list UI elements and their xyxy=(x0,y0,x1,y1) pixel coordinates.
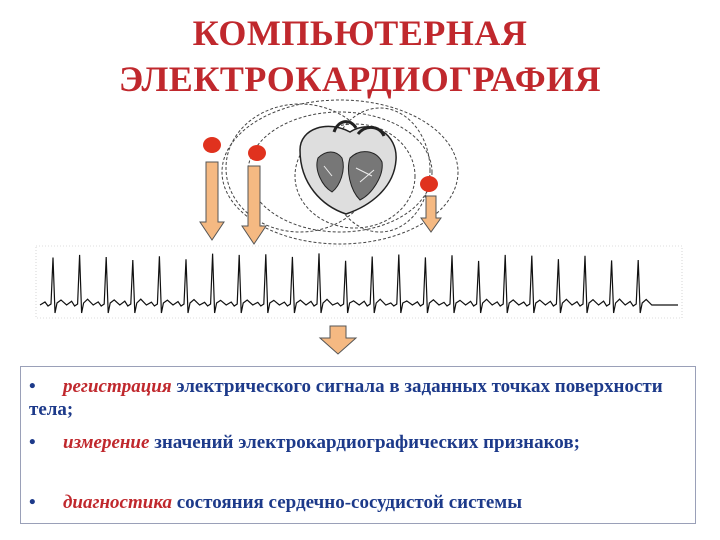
title-line-1: КОМПЬЮТЕРНАЯ xyxy=(192,13,528,53)
down-arrow xyxy=(199,161,225,241)
bullet-marker: • xyxy=(29,432,36,453)
heart-illustration xyxy=(299,120,397,215)
title-line-2: ЭЛЕКТРОКАРДИОГРАФИЯ xyxy=(118,59,602,99)
electrode-dot xyxy=(203,137,221,153)
bullet-text: значений электрокардиографических призна… xyxy=(149,432,580,453)
lead-arrows xyxy=(199,161,442,245)
ecg-grid xyxy=(35,245,683,319)
electrode-dot xyxy=(248,145,266,161)
bullet-marker: • xyxy=(29,492,36,513)
bullet-text: состояния сердечно-сосудистой системы xyxy=(172,492,523,513)
electrode-dot xyxy=(420,176,438,192)
bullet-highlight: регистрация xyxy=(63,376,172,397)
bullet-highlight: диагностика xyxy=(63,492,172,513)
bullet-item-registration: • регистрация электрического сигнала в за… xyxy=(29,375,689,421)
down-arrow xyxy=(420,195,442,233)
summary-box: • регистрация электрического сигнала в за… xyxy=(20,366,696,524)
down-arrow xyxy=(241,165,267,245)
bullet-highlight: измерение xyxy=(63,432,150,453)
ecg-trace xyxy=(39,253,678,314)
ecg-illustration xyxy=(35,99,683,355)
bullet-marker: • xyxy=(29,376,36,397)
electrodes xyxy=(203,137,438,192)
bullet-item-measurement: • измерение значений электрокардиографиче… xyxy=(29,431,689,454)
down-arrow xyxy=(318,325,358,355)
bullet-item-diagnostics: • диагностика состояния сердечно-сосудист… xyxy=(29,491,689,514)
bullet-text: электрического сигнала в заданных точках… xyxy=(29,376,663,420)
